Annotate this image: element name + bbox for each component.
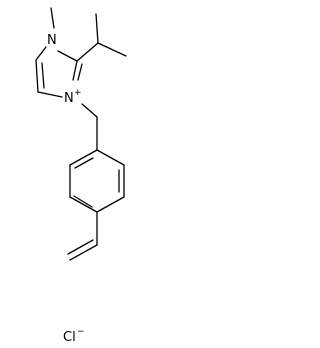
- bond-ar-4: [69, 196, 98, 213]
- bond-n1-c2: [57, 50, 78, 62]
- bond-ar-inner-2: [73, 195, 93, 208]
- bond-ar-6: [69, 149, 98, 166]
- bond-c2-n3-double: [77, 63, 83, 81]
- chloride-label: Cl: [63, 330, 76, 345]
- charge-minus-cl: −: [77, 327, 85, 337]
- bond-ar-1: [96, 149, 125, 166]
- bond-ar-3: [96, 196, 125, 213]
- bond-ch-methyl-b: [95, 13, 99, 44]
- bond-c2-ch: [76, 42, 99, 62]
- bond-c5-n1: [35, 46, 47, 61]
- bond-n1-methyl: [50, 7, 55, 29]
- bond-c4-c5: [35, 59, 39, 93]
- atom-label-n1: N: [47, 33, 57, 48]
- bond-c2-n3: [72, 60, 78, 81]
- atom-label-n3: N: [64, 91, 74, 106]
- bond-vinyl-cc: [69, 244, 98, 261]
- bond-c4-c5-double: [41, 62, 45, 89]
- bond-vinyl-cc-double: [67, 239, 94, 255]
- bond-ch-methyl-a: [97, 42, 127, 57]
- bond-n3-ch2: [81, 103, 98, 118]
- charge-plus-n3: +: [74, 88, 82, 98]
- chemical-structure: N N + Cl −: [35, 7, 127, 345]
- bond-ar-inner-3: [74, 157, 94, 169]
- bond-n3-c4: [37, 91, 63, 98]
